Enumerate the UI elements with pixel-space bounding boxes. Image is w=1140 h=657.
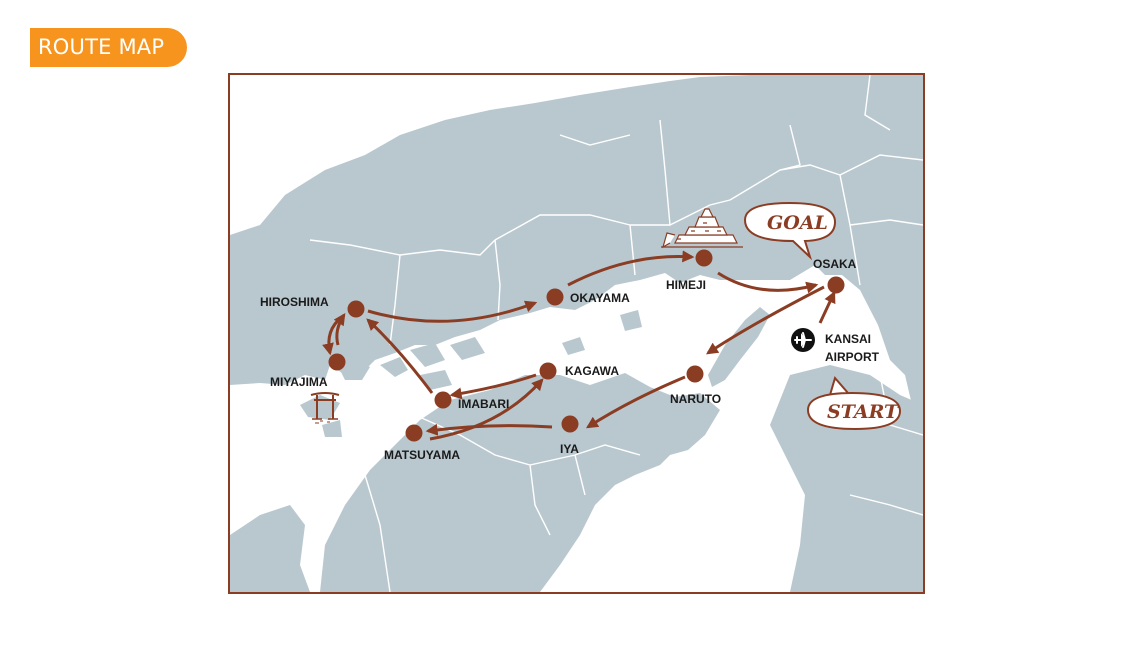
marker-osaka (827, 276, 845, 294)
label-imabari: IMABARI (458, 397, 509, 411)
castle-icon (661, 208, 743, 249)
route-lines (322, 250, 836, 441)
route-osaka-to-naruto (706, 285, 825, 355)
route-kagawa-to-imabari (449, 373, 537, 400)
start-callout: START (806, 375, 902, 431)
label-kansai-line1: KANSAI (825, 332, 871, 346)
label-kagawa: KAGAWA (565, 364, 619, 378)
label-naruto: NARUTO (670, 392, 721, 406)
route-miyajima-to-hiroshima (333, 313, 346, 346)
route-imabari-to-hiroshima (366, 318, 434, 394)
route-map-badge: ROUTE MAP (30, 28, 187, 67)
marker-naruto (686, 365, 704, 383)
city-markers (328, 249, 845, 442)
marker-iya (561, 415, 579, 433)
map-canvas: HIROSHIMA MIYAJIMA OKAYAMA HIMEJI OSAKA … (230, 75, 923, 592)
route-map: HIROSHIMA MIYAJIMA OKAYAMA HIMEJI OSAKA … (228, 73, 925, 594)
prefecture-borders (309, 75, 923, 592)
shikoku-landmass (320, 373, 720, 592)
marker-matsuyama (405, 424, 423, 442)
route-himeji-to-osaka (717, 271, 819, 294)
label-matsuyama: MATSUYAMA (384, 448, 460, 462)
route-okayama-to-himeji (567, 250, 695, 287)
airplane-icon (791, 328, 815, 352)
marker-hiroshima (347, 300, 365, 318)
marker-miyajima (328, 353, 346, 371)
label-miyajima: MIYAJIMA (270, 375, 328, 389)
label-osaka: OSAKA (813, 257, 857, 271)
route-naruto-to-iya (585, 375, 686, 429)
honshu-landmass (230, 75, 923, 592)
label-iya: IYA (560, 442, 579, 456)
city-labels: HIROSHIMA MIYAJIMA OKAYAMA HIMEJI OSAKA … (260, 257, 880, 462)
route-kansai-to-osaka (818, 290, 836, 324)
route-iya-to-matsuyama (425, 423, 553, 436)
goal-label: GOAL (767, 212, 828, 234)
goal-callout: GOAL (743, 201, 837, 261)
label-kansai-line2: AIRPORT (825, 350, 880, 364)
label-himeji: HIMEJI (666, 278, 706, 292)
torii-gate-icon (310, 392, 340, 424)
marker-kagawa (539, 362, 557, 380)
label-hiroshima: HIROSHIMA (260, 295, 329, 309)
marker-okayama (546, 288, 564, 306)
marker-himeji (695, 249, 713, 267)
kyushu-landmass (230, 505, 310, 592)
route-matsuyama-to-kagawa (429, 378, 544, 441)
route-hiroshima-to-okayama (367, 300, 538, 323)
label-okayama: OKAYAMA (570, 291, 630, 305)
start-label: START (827, 401, 900, 423)
awaji-island (708, 307, 770, 387)
inland-sea-islands (300, 310, 642, 437)
marker-imabari (434, 391, 452, 409)
